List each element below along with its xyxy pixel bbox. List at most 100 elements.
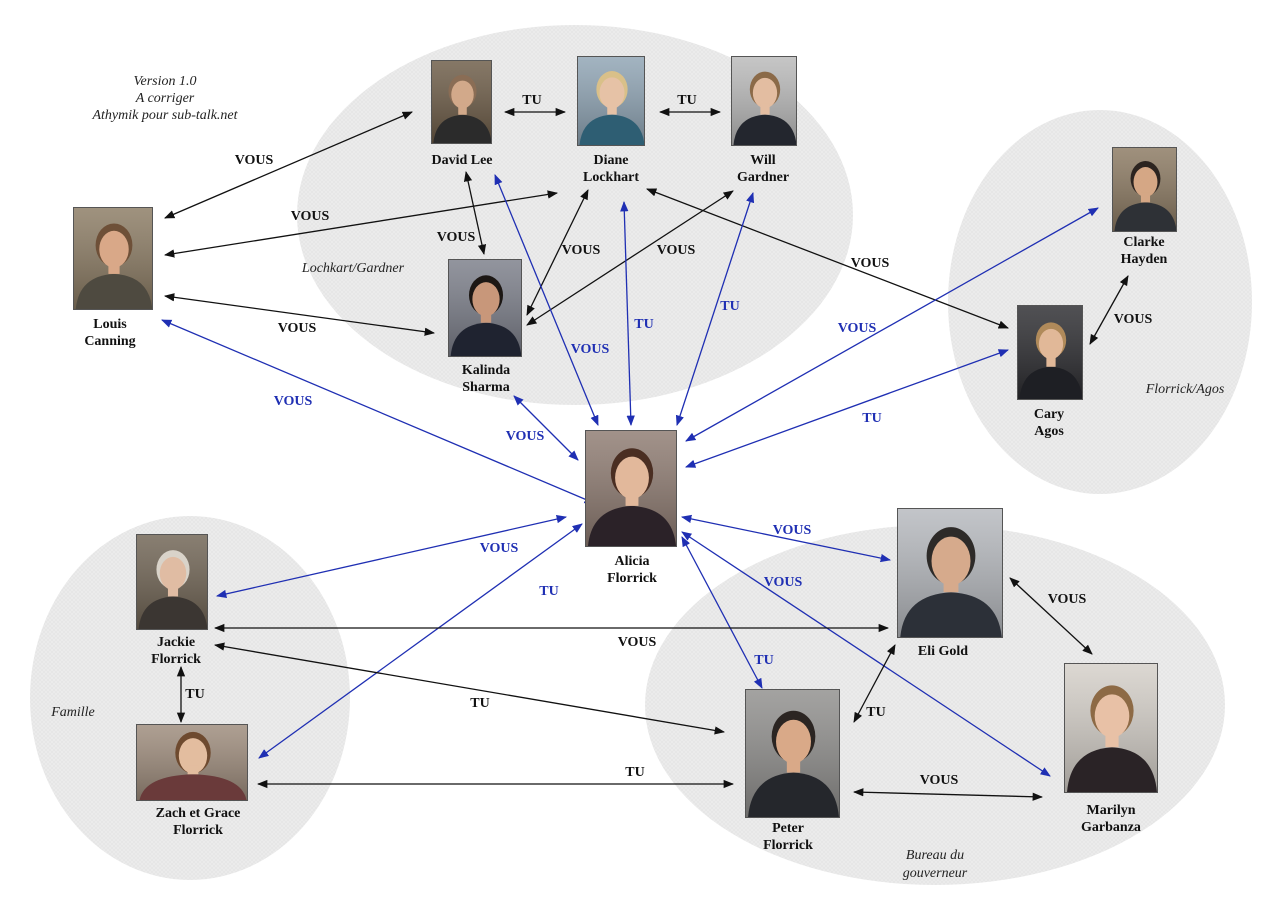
name-line: Will [750, 153, 776, 168]
portrait-icon [137, 725, 247, 800]
group-label-florrick-agos: Florrick/Agos [1145, 382, 1225, 397]
edge-label-alicia-eli: VOUS [773, 523, 812, 538]
edge-label-alicia-jackie: VOUS [480, 541, 519, 556]
edge-label-peter-eli: TU [866, 705, 885, 720]
name-david: David Lee [392, 152, 532, 169]
edge-label-david-kalinda: VOUS [437, 230, 476, 245]
portrait-icon [74, 208, 152, 309]
portrait-icon [586, 431, 676, 546]
edge-alicia-louis [161, 319, 595, 504]
edge-label-will-kalinda: VOUS [657, 243, 696, 258]
photo-zach [136, 724, 248, 801]
edge-label-peter-marilyn: VOUS [920, 773, 959, 788]
photo-will [731, 56, 797, 146]
name-line: Lockhart [583, 170, 639, 185]
name-line: Clarke [1123, 235, 1165, 250]
edge-alicia-diane [620, 200, 635, 427]
name-line: Diane [593, 153, 629, 168]
photo-diane [577, 56, 645, 146]
portrait-icon [732, 57, 796, 145]
photo-peter [745, 689, 840, 818]
name-line: Florrick [173, 823, 223, 838]
photo-marilyn [1064, 663, 1158, 793]
name-line: Florrick [607, 571, 657, 586]
edge-alicia-cary [685, 349, 1009, 468]
portrait-icon [578, 57, 644, 145]
name-line: Cary [1033, 407, 1065, 422]
edge-label-eli-marilyn: VOUS [1048, 592, 1087, 607]
group-label-famille: Famille [50, 705, 95, 720]
photo-louis [73, 207, 153, 310]
edge-label-alicia-will: TU [720, 299, 739, 314]
edge-label-alicia-zach: TU [539, 584, 558, 599]
edge-label-clarke-cary: VOUS [1114, 312, 1153, 327]
portrait-icon [746, 690, 839, 817]
edge-peter-marilyn [852, 788, 1044, 801]
name-line: Marilyn [1086, 803, 1136, 818]
version-line: Version 1.0 [133, 74, 197, 89]
edge-label-jackie-peter: TU [470, 696, 489, 711]
portrait-icon [1113, 148, 1176, 231]
edge-label-louis-david: VOUS [235, 153, 274, 168]
portrait-icon [432, 61, 491, 143]
name-line: Zach et Grace [155, 806, 241, 821]
group-label-bureau-line1: Bureau du [906, 848, 964, 863]
photo-david [431, 60, 492, 144]
name-line: Agos [1034, 424, 1064, 439]
portrait-icon [1065, 664, 1157, 792]
edge-jackie-peter [213, 642, 726, 735]
group-label-bureau-line2: gouverneur [903, 866, 968, 881]
photo-eli [897, 508, 1003, 638]
name-line: Garbanza [1081, 820, 1141, 835]
edge-label-alicia-kalinda: VOUS [506, 429, 545, 444]
portrait-icon [449, 260, 521, 356]
name-line: Jackie [156, 635, 196, 650]
portrait-icon [898, 509, 1002, 637]
edge-label-diane-cary: VOUS [851, 256, 890, 271]
edge-label-diane-kalinda: VOUS [562, 243, 601, 258]
edge-label-alicia-cary: TU [862, 411, 881, 426]
edge-label-zach-peter: TU [625, 765, 644, 780]
edge-label-alicia-clarke: VOUS [838, 321, 877, 336]
name-line: Sharma [462, 380, 510, 395]
version-note: Version 1.0 A corriger Athymik pour sub-… [70, 73, 260, 124]
credit-line: Athymik pour sub-talk.net [92, 108, 238, 123]
name-line: Peter [772, 821, 804, 836]
edge-label-jackie-zach: TU [185, 687, 204, 702]
name-line: Hayden [1120, 252, 1168, 267]
photo-alicia [585, 430, 677, 547]
name-line: Florrick [151, 652, 201, 667]
name-line: Eli Gold [917, 644, 969, 659]
edge-label-alicia-marilyn: VOUS [764, 575, 803, 590]
edge-label-jackie-eli: VOUS [618, 635, 657, 650]
edge-label-david-diane: TU [522, 93, 541, 108]
edge-louis-diane [163, 190, 559, 258]
edge-layer: TU TU VOUS VOUS VOUS VOUS VOUS VOUS VOUS VOUS VOUS… [161, 93, 1153, 801]
photo-jackie [136, 534, 208, 630]
edge-peter-eli [853, 644, 896, 723]
name-line: Kalinda [461, 363, 511, 378]
name-line: Alicia [614, 554, 650, 569]
photo-clarke [1112, 147, 1177, 232]
edge-alicia-kalinda [513, 395, 579, 461]
name-line: David Lee [431, 153, 493, 168]
edge-david-kalinda [463, 170, 487, 256]
edge-label-diane-will: TU [677, 93, 696, 108]
group-label-lockhart: Lochkart/Gardner [301, 261, 405, 276]
name-line: Canning [84, 334, 136, 349]
edge-label-alicia-peter: TU [754, 653, 773, 668]
name-eli: Eli Gold [873, 643, 1013, 660]
name-line: Florrick [763, 838, 813, 853]
edge-label-alicia-diane: TU [634, 317, 653, 332]
edge-label-alicia-david: VOUS [571, 342, 610, 357]
